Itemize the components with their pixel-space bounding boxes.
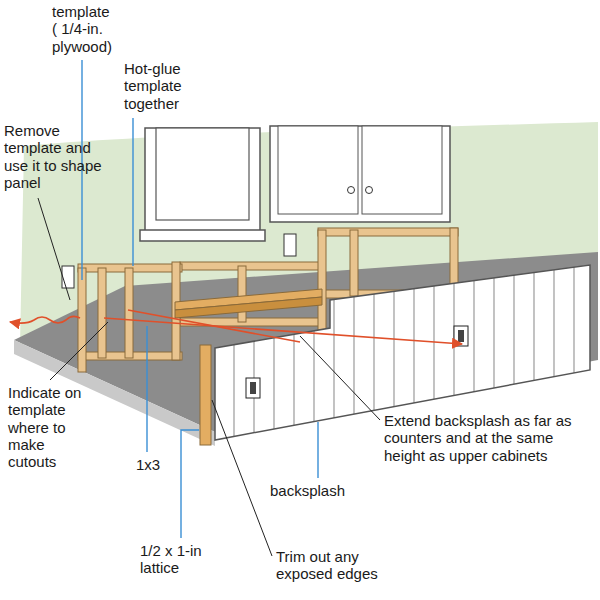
leader-line [82,60,318,538]
transfer-arrow [10,310,462,344]
instruction-note: Remove template and use it to shape pane… [4,122,109,191]
lattice-strip [200,345,211,445]
part-label: template ( 1/4-in. plywood) [52,3,114,55]
1x3-board [175,289,322,318]
part-label: 1x3 [136,456,176,473]
leader-line [38,198,380,556]
instruction-note: Indicate on template where to make cutou… [8,384,90,470]
outlet [62,266,74,288]
window [140,128,265,241]
outlet [284,234,296,256]
part-label: 1/2 x 1-in lattice [140,542,210,577]
upper-cabinets [270,126,450,222]
instruction-note: Hot-glue template together [124,60,190,112]
instruction-note: Extend backsplash as far as counters and… [384,412,584,464]
instruction-note: Trim out any exposed edges [276,548,406,583]
part-label: backsplash [270,482,370,499]
